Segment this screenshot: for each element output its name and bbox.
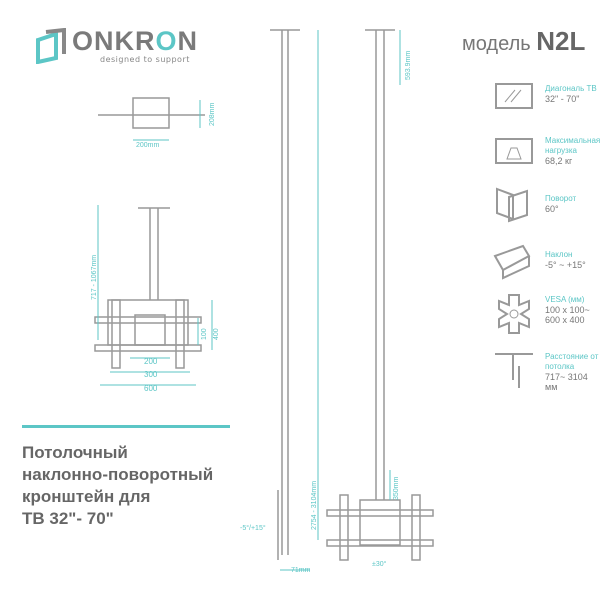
- logo-mark-icon: [36, 27, 66, 65]
- dim-swivel: ±30°: [372, 560, 387, 568]
- brand-tagline: designed to support: [100, 55, 190, 64]
- spec-vesa: VESA (мм)100 x 100~ 600 x 400: [545, 295, 590, 325]
- brand-name: ONKRON: [72, 26, 199, 56]
- dim-vesa-200: 200: [144, 357, 158, 366]
- dim-range-short: 717 - 1067mm: [91, 255, 98, 300]
- dim-vesa-400: 400: [213, 328, 220, 340]
- spec-tilt: Наклон-5° ~ +15°: [545, 250, 586, 270]
- dim-vesa-600: 600: [144, 384, 158, 393]
- vesa-icon: [498, 294, 530, 334]
- dim-range-long: 2754 - 3104mm: [311, 481, 318, 530]
- dim-vesa-300: 300: [144, 370, 158, 379]
- dim-vesa-100: 100: [201, 328, 208, 340]
- swivel-icon: [496, 187, 528, 223]
- dim-depth: 71mm: [291, 567, 311, 574]
- dim-plate-width: 200mm: [136, 142, 160, 149]
- weight-icon: [495, 138, 533, 164]
- logo: [34, 27, 70, 68]
- ceiling-distance-icon: [495, 353, 533, 388]
- model-label: модель N2L: [462, 26, 586, 56]
- dim-arm: 350mm: [393, 476, 400, 500]
- tv-diagonal-icon: [495, 83, 533, 109]
- dim-top: 593.9mm: [405, 51, 412, 80]
- divider: [22, 425, 230, 428]
- dim-plate-height: 208mm: [209, 102, 216, 126]
- dim-tilt: -5°/+15°: [240, 524, 266, 532]
- tilt-icon: [493, 244, 531, 280]
